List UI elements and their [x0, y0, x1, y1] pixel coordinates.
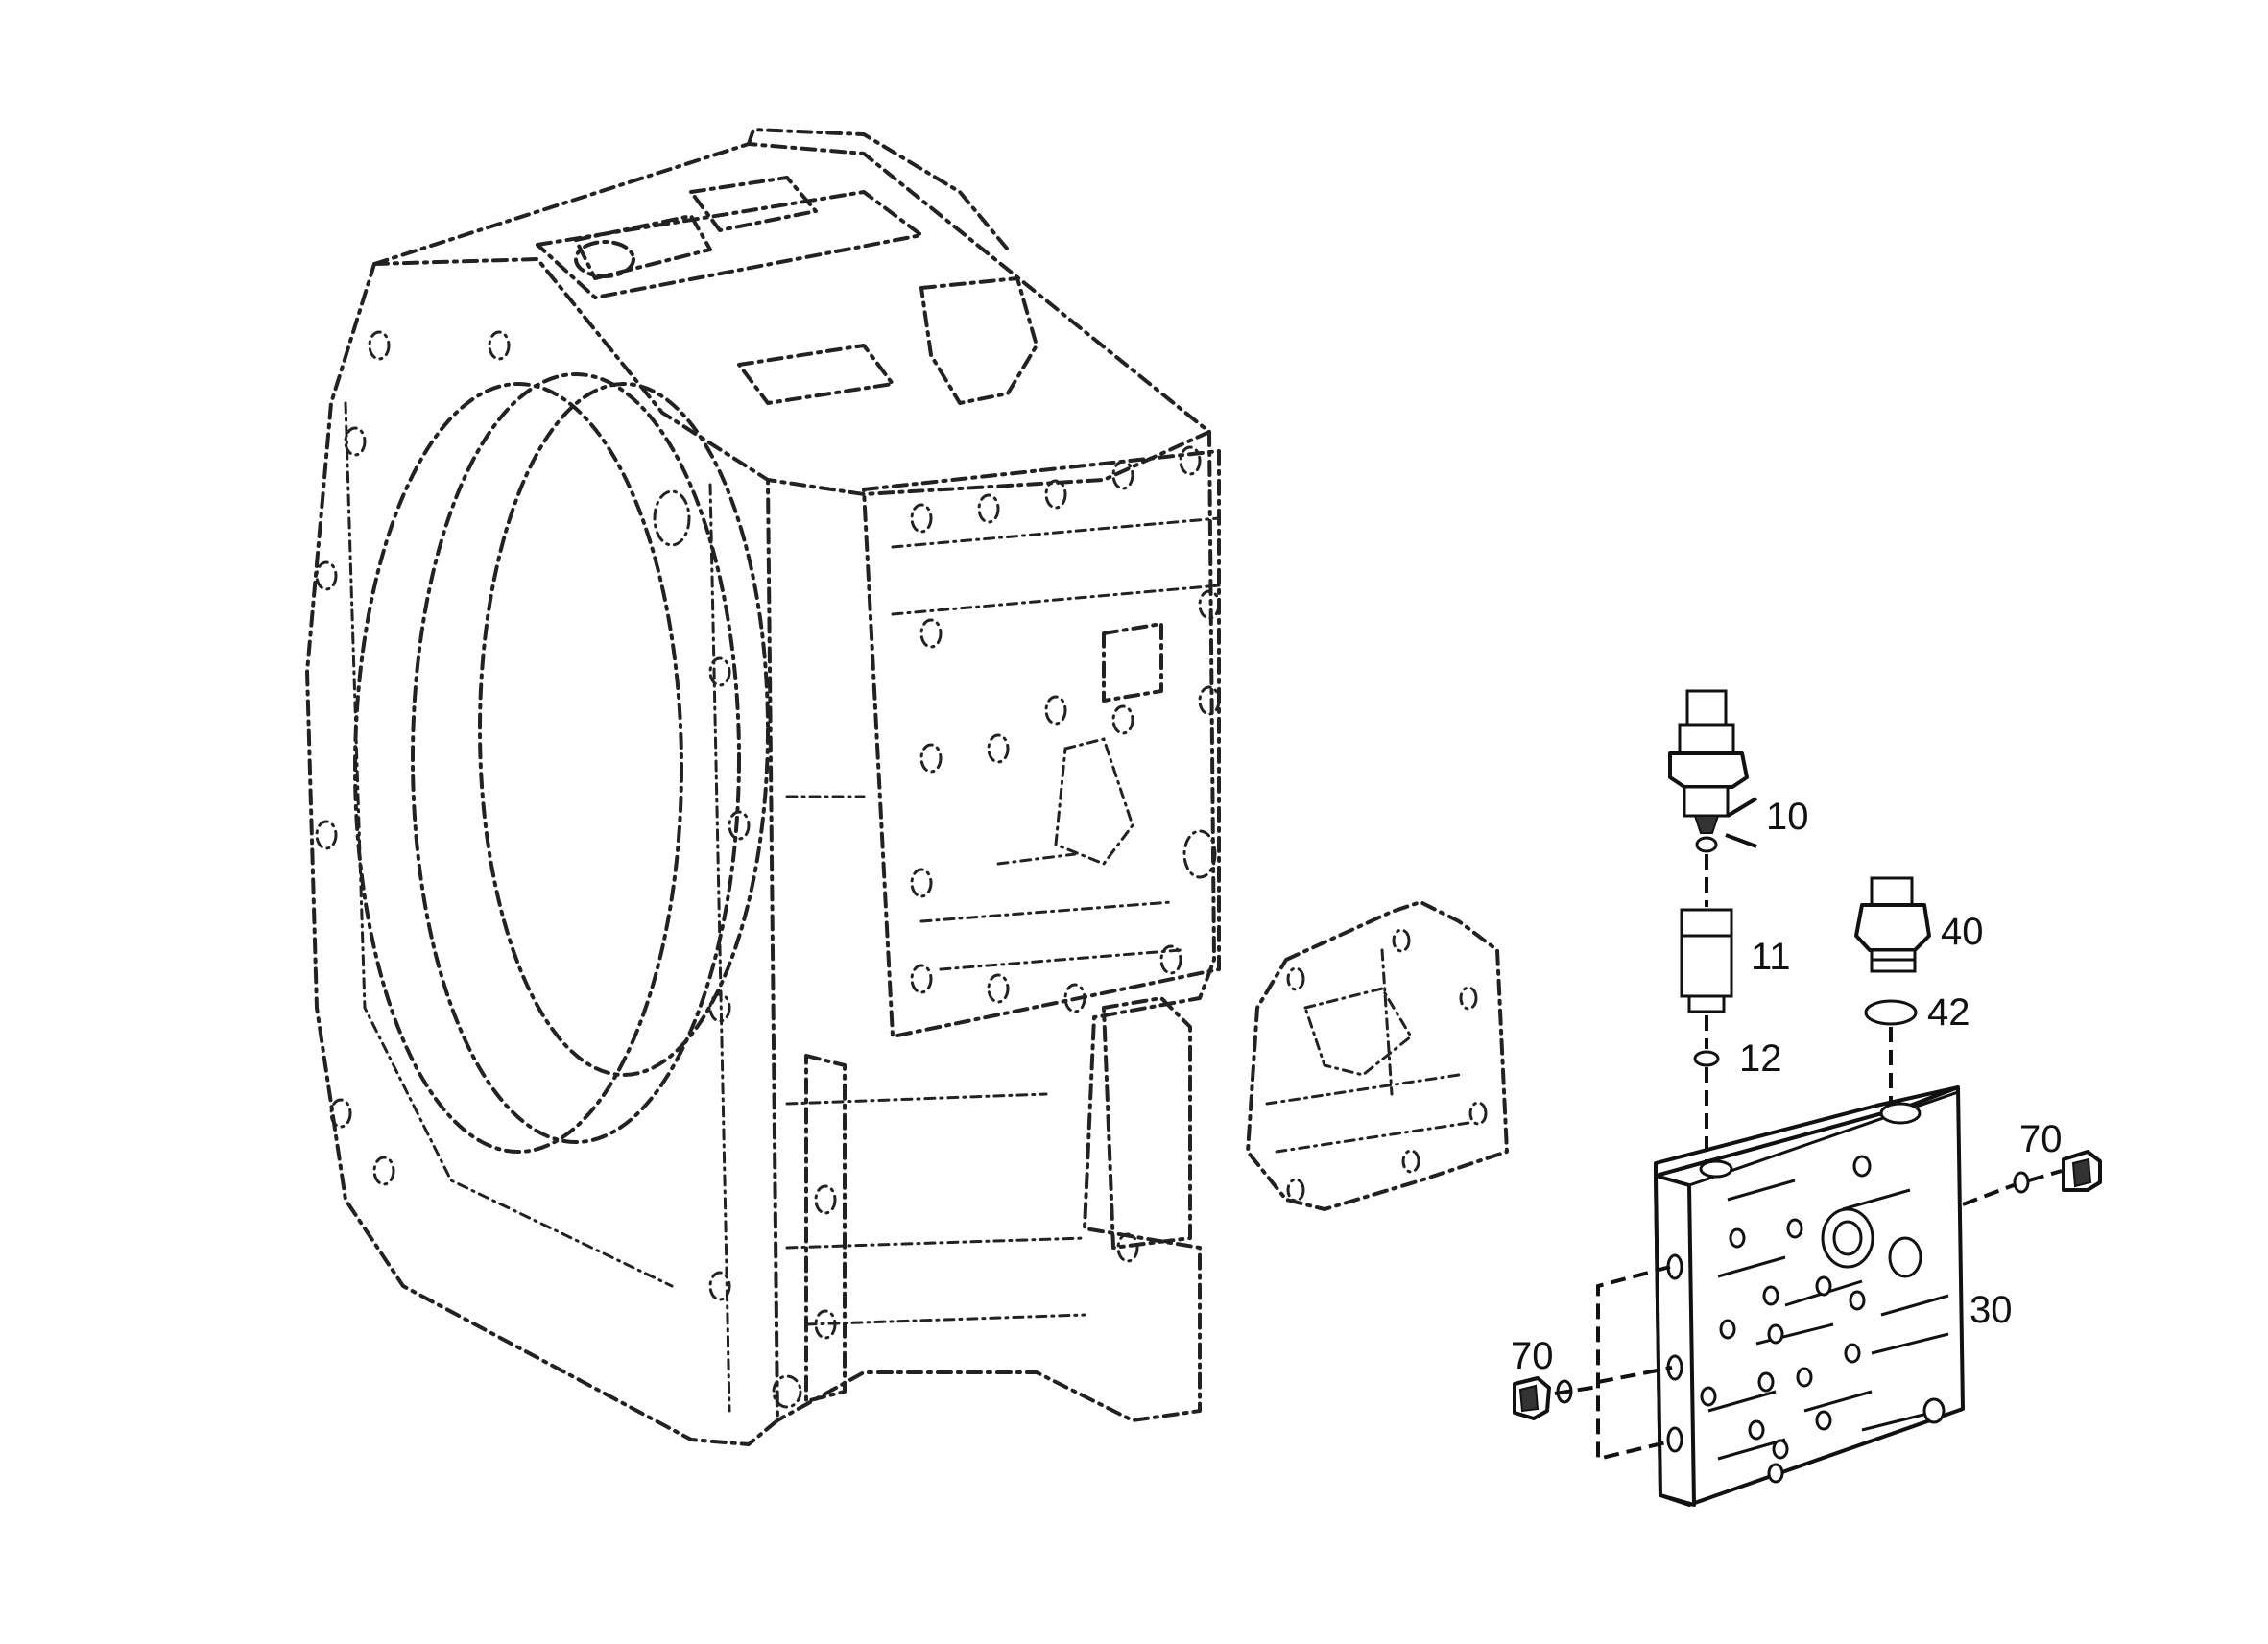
callout-10: 10: [1766, 796, 1809, 838]
pressure-switch-part-10: [1668, 689, 1749, 853]
callout-labels: 10 11 12 40 42 70 30 70: [1511, 796, 2063, 1377]
callout-11: 11: [1751, 936, 1791, 978]
plug-part-70-left: [1513, 1376, 1573, 1420]
callout-70-left: 70: [1511, 1335, 1554, 1377]
plug-part-40: [1854, 876, 1931, 973]
plug-part-70-right: [2013, 1150, 2102, 1194]
transmission-housing: [305, 128, 1221, 1446]
callout-70-right: 70: [2019, 1118, 2063, 1160]
gasket-plate: [1246, 900, 1509, 1211]
callout-30: 30: [1970, 1289, 2013, 1331]
fitting-part-11: [1680, 908, 1733, 1013]
seal-ring-part-42: [1864, 999, 1918, 1026]
assembly-lines: [1554, 797, 2063, 1462]
callout-40: 40: [1941, 911, 1984, 953]
valve-block-part-30: [1654, 1085, 1965, 1507]
callout-42: 42: [1927, 991, 1970, 1034]
o-ring-part-12: [1693, 1050, 1720, 1067]
callout-12: 12: [1739, 1037, 1782, 1080]
